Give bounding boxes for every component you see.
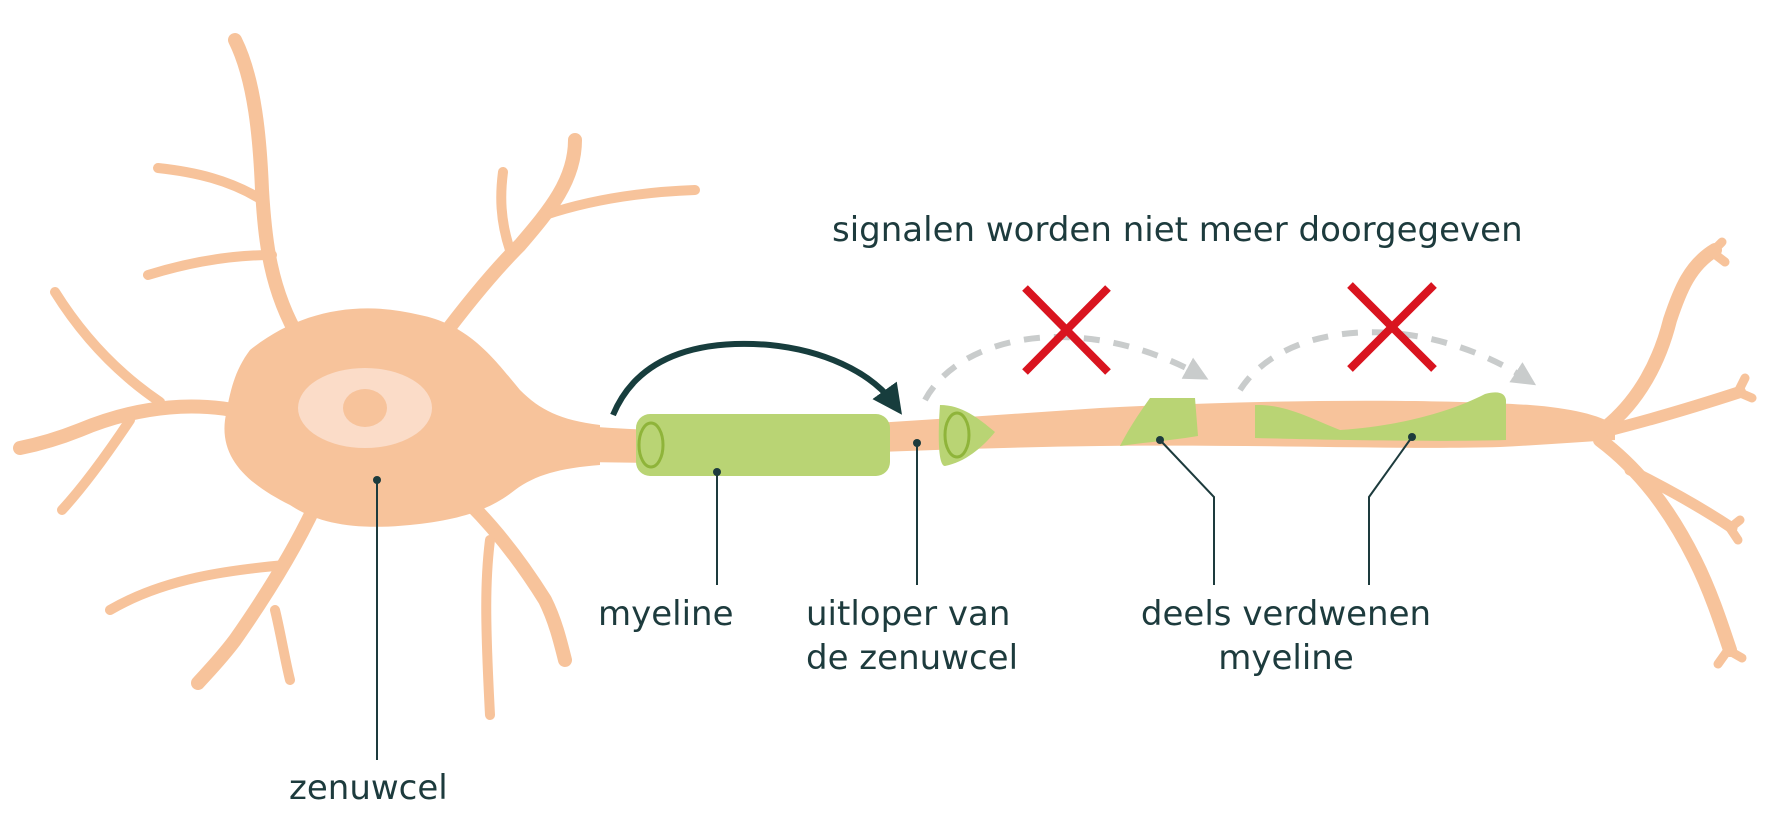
leader-lines [376, 436, 1413, 760]
label-axon: uitloper van de zenuwcel [806, 592, 1018, 680]
dendrites [13, 33, 700, 720]
label-cell: zenuwcel [289, 768, 448, 808]
blocked-signal-arrow-1 [922, 334, 1209, 402]
label-axon-line1: uitloper van [806, 594, 1011, 634]
blocked-signal-arrow-2 [1237, 329, 1537, 392]
nucleolus [343, 389, 387, 427]
cross-icon [1022, 285, 1111, 375]
diagram-title: signalen worden niet meer doorgegeven [832, 210, 1523, 250]
signal-arrow [610, 340, 902, 417]
axon-terminals [1593, 237, 1757, 669]
myelin-sheath-damaged [1120, 392, 1506, 446]
leader-dots [373, 433, 1416, 484]
myelin-sheath-intact [636, 405, 995, 476]
label-myelin: myeline [598, 594, 734, 634]
label-damaged-line2: myeline [1218, 638, 1354, 678]
label-damaged-myelin: deels verdwenen myeline [1141, 592, 1431, 680]
label-axon-line2: de zenuwcel [806, 638, 1019, 678]
cross-icon [1347, 282, 1437, 372]
label-damaged-line1: deels verdwenen [1140, 594, 1432, 634]
